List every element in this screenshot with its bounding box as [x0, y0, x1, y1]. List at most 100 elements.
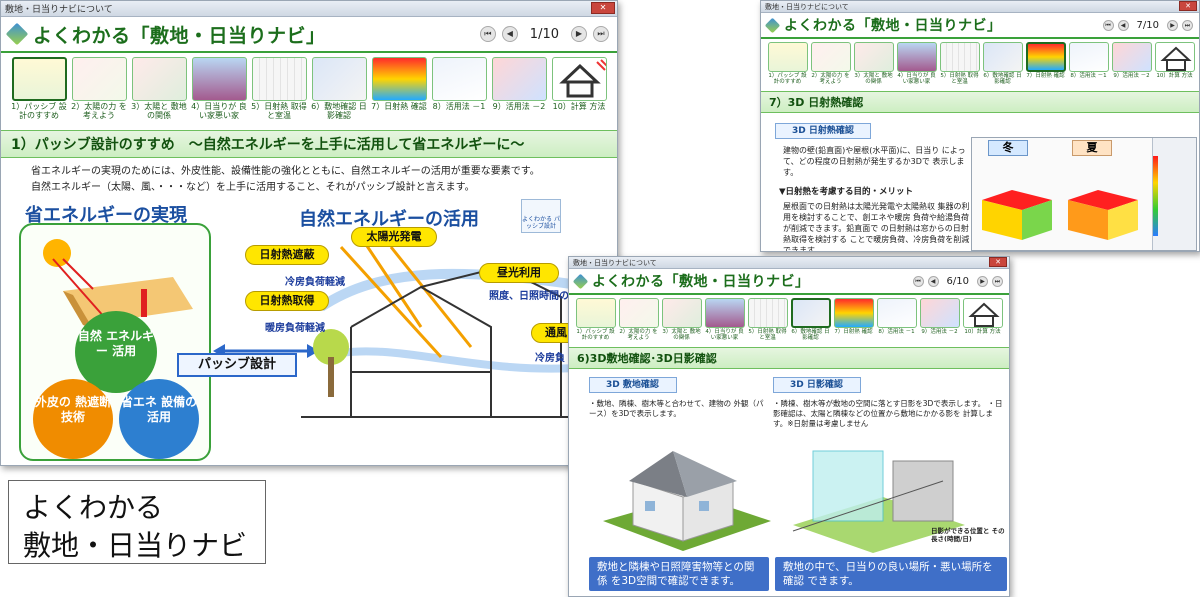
equipment-circle: 省エネ 設備の 活用: [119, 379, 199, 459]
left-panel: 自然 エネルギー 活用 外皮の 熱遮断 技術 省エネ 設備の 活用: [19, 223, 211, 461]
solar-heat-para2: 屋根面での日射熱は太陽光発電や太陽熱収 集器の利用を検討することで、創エネや暖房…: [783, 202, 970, 252]
window-passive-design: 敷地・日当りナビについて ✕ よくわかる「敷地・日当りナビ」 ⏮ ◀ 1/10 …: [0, 0, 618, 466]
nav-label: 5）日射熱 取得と室温: [748, 329, 787, 342]
prev-page-button[interactable]: ◀: [501, 26, 518, 42]
insulation-circle: 外皮の 熱遮断 技術: [33, 379, 113, 459]
nav-thumb: [1068, 42, 1109, 72]
nav-item-10[interactable]: 10）計算 方法: [551, 57, 607, 120]
solar-3d-viewer[interactable]: 冬 夏: [971, 137, 1197, 251]
nav-item-3[interactable]: 3）太陽と 敷地の関係: [853, 42, 894, 86]
summer-label: 夏: [1072, 140, 1112, 156]
nav-item-3[interactable]: 3）太陽と 敷地の関係: [661, 298, 702, 342]
nav-item-2[interactable]: 2）太陽の力 を考えよう: [71, 57, 127, 120]
shadow-3d-illustration: [783, 431, 965, 555]
nav-label: 4）日当りが 良い家悪い家: [897, 73, 936, 86]
nav-item-6[interactable]: 6）敷地確認 日影確認: [982, 42, 1023, 86]
nav-item-6[interactable]: 6）敷地確認 日影確認: [790, 298, 831, 342]
nav-item-9[interactable]: 9）活用法 －2: [1111, 42, 1152, 86]
right-heading: 自然エネルギーの活用: [299, 209, 479, 230]
book-icon-label: よくわかる パッシブ設計: [522, 216, 560, 230]
last-page-button[interactable]: ⏭: [1182, 19, 1193, 31]
nav-item-7[interactable]: 7）日射熱 確認: [371, 57, 427, 120]
house-outline-icon: [967, 302, 1000, 327]
nav-label: 3）太陽と 敷地の関係: [131, 102, 187, 121]
solar-heat-subheading: ▼日射熱を考慮する目的・メリット: [779, 187, 914, 197]
window-titlebar[interactable]: 敷地・日当りナビについて ✕: [1, 1, 617, 17]
nav-thumb: [810, 42, 851, 72]
last-page-button[interactable]: ⏭: [593, 26, 609, 42]
prev-page-button[interactable]: ◀: [1117, 19, 1129, 31]
window-titlebar[interactable]: 敷地・日当りナビについて ✕: [569, 257, 1009, 269]
nav-label: 9）活用法 －2: [1113, 73, 1150, 79]
nav-item-4[interactable]: 4）日当りが 良い家悪い家: [704, 298, 745, 342]
nav-thumb: [704, 298, 745, 328]
nav-item-10[interactable]: 10）計算 方法: [1154, 42, 1195, 86]
viewer-side-panel: [1152, 138, 1196, 250]
solar-heat-label: 3D 日射熱確認: [775, 123, 871, 139]
solar-heat-para1: 建物の壁(鉛直面)や屋根(水平面)に、日当り によって、どの程度の日射熱が発生す…: [783, 146, 966, 177]
color-scale: [1153, 156, 1158, 236]
nav-thumb: [431, 57, 487, 101]
page-indicator: 7/10: [1136, 19, 1159, 31]
shadow-info-box: 敷地の中で、日当りの良い場所・悪い場所を確認 できます。: [775, 557, 1007, 591]
nav-item-8[interactable]: 8）活用法 －1: [431, 57, 487, 120]
nav-label: 9）活用法 －2: [921, 329, 958, 335]
first-page-button[interactable]: ⏮: [912, 275, 924, 287]
last-page-button[interactable]: ⏭: [992, 275, 1003, 287]
app-logo-icon: [764, 17, 781, 33]
nav-item-4[interactable]: 4）日当りが 良い家悪い家: [191, 57, 247, 120]
prev-page-button[interactable]: ◀: [927, 275, 939, 287]
nav-thumb: [790, 298, 831, 328]
nav-item-1[interactable]: 1）パッシブ 設計のすすめ: [11, 57, 67, 120]
nav-item-9[interactable]: 9）活用法 －2: [491, 57, 547, 120]
nav-thumb: [747, 298, 788, 328]
nav-thumb: [896, 42, 937, 72]
close-button[interactable]: ✕: [989, 257, 1007, 267]
nav-thumb: [575, 298, 616, 328]
nav-thumb: [661, 298, 702, 328]
first-page-button[interactable]: ⏮: [1102, 19, 1114, 31]
nav-item-10[interactable]: 10）計算 方法: [962, 298, 1003, 342]
nav-item-1[interactable]: 1）パッシブ 設計のすすめ: [575, 298, 616, 342]
nav-item-8[interactable]: 8）活用法 －1: [1068, 42, 1109, 86]
nav-item-4[interactable]: 4）日当りが 良い家悪い家: [896, 42, 937, 86]
nav-label: 7）日射熱 確認: [371, 102, 427, 111]
nav-label: 4）日当りが 良い家悪い家: [705, 329, 744, 342]
intro-line-1: 省エネルギーの実現のためには、外皮性能、設備性能の強化とともに、自然エネルギーの…: [31, 166, 540, 178]
nav-item-5[interactable]: 5）日射熱 取得と室温: [939, 42, 980, 86]
nav-thumb: [251, 57, 307, 101]
nav-item-3[interactable]: 3）太陽と 敷地の関係: [131, 57, 187, 120]
page-indicator: 6/10: [946, 275, 969, 287]
nav-item-5[interactable]: 5）日射熱 取得と室温: [747, 298, 788, 342]
nav-item-1[interactable]: 1）パッシブ 設計のすすめ: [767, 42, 808, 86]
solar-heatmap-buildings: [982, 190, 1138, 240]
note-heating: 暖房負荷軽減: [265, 323, 325, 334]
nav-item-9[interactable]: 9）活用法 －2: [919, 298, 960, 342]
window-title: 敷地・日当りナビについて: [573, 258, 657, 267]
nav-item-7[interactable]: 7）日射熱 確認: [833, 298, 874, 342]
left-heading: 省エネルギーの実現: [25, 205, 187, 226]
window-titlebar[interactable]: 敷地・日当りナビについて ✕: [761, 1, 1199, 13]
close-button[interactable]: ✕: [591, 2, 615, 14]
nav-item-2[interactable]: 2）太陽の力 を考えよう: [618, 298, 659, 342]
nav-item-6[interactable]: 6）敷地確認 日影確認: [311, 57, 367, 120]
app-header: よくわかる「敷地・日当りナビ」 ⏮ ◀ 7/10 ▶ ⏭: [761, 13, 1199, 39]
pager: ⏮ ◀ 6/10 ▶ ⏭: [912, 275, 1003, 287]
nav-item-8[interactable]: 8）活用法 －1: [876, 298, 917, 342]
nav-item-2[interactable]: 2）太陽の力 を考えよう: [810, 42, 851, 86]
nav-item-5[interactable]: 5）日射熱 取得と室温: [251, 57, 307, 120]
nav-thumb: [618, 298, 659, 328]
nav-item-7[interactable]: 7）日射熱 確認: [1025, 42, 1066, 86]
label-acquire: 日射熱取得: [245, 291, 329, 311]
note-cooling: 冷房負荷軽減: [285, 277, 345, 288]
next-page-button[interactable]: ▶: [1167, 19, 1178, 31]
first-page-button[interactable]: ⏮: [479, 26, 496, 42]
house-outline-icon: [1159, 46, 1192, 71]
nav-label: 10）計算 方法: [552, 102, 606, 111]
nav-thumb: [551, 57, 607, 101]
book-icon[interactable]: よくわかる パッシブ設計: [521, 199, 561, 233]
close-button[interactable]: ✕: [1179, 1, 1197, 11]
next-page-button[interactable]: ▶: [977, 275, 988, 287]
next-page-button[interactable]: ▶: [571, 26, 587, 42]
natural-energy-circle: 自然 エネルギー 活用: [75, 311, 157, 393]
